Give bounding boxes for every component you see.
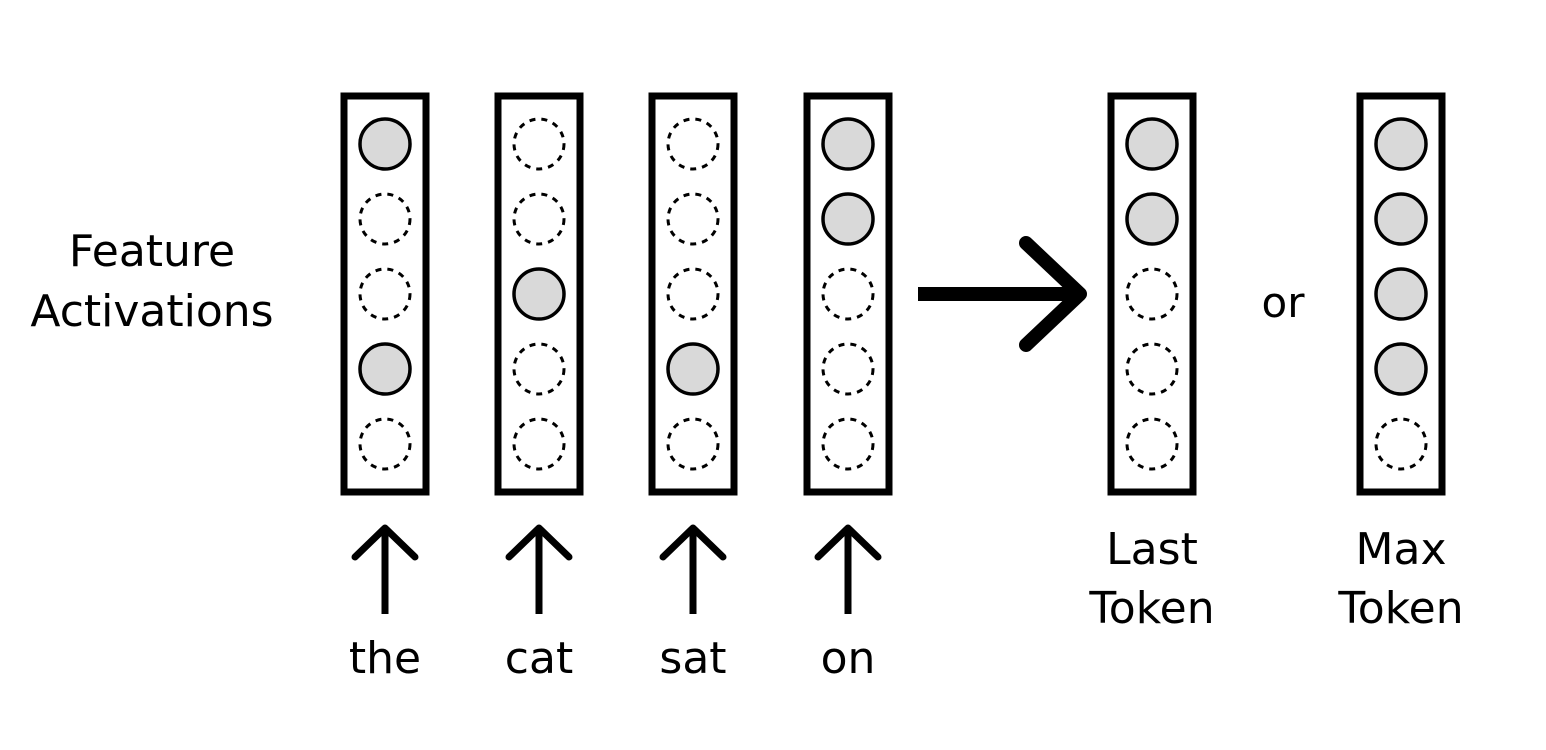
token-on-feature-4-inactive bbox=[821, 342, 875, 396]
token-sat-feature-1-inactive bbox=[666, 117, 720, 171]
result-label-2-line-1: Max bbox=[1356, 524, 1447, 575]
result-label-2-line-2: Token bbox=[1337, 583, 1463, 634]
token-cat-feature-4-inactive bbox=[512, 342, 566, 396]
token-on-feature-2-active bbox=[821, 192, 875, 246]
result-2-feature-3-active bbox=[1374, 267, 1428, 321]
token-the-feature-4-active bbox=[358, 342, 412, 396]
result-2-feature-1-active bbox=[1374, 117, 1428, 171]
result-label-1-line-2: Token bbox=[1088, 583, 1214, 634]
result-label-1-line-1: Last bbox=[1106, 524, 1198, 575]
token-sat-box bbox=[648, 92, 738, 496]
token-the-feature-1-active bbox=[358, 117, 412, 171]
token-sat-feature-5-inactive bbox=[666, 417, 720, 471]
token-the-feature-3-inactive bbox=[358, 267, 412, 321]
token-column-on: on bbox=[803, 92, 893, 684]
title-line-1: Feature bbox=[69, 226, 235, 277]
token-cat-feature-5-inactive bbox=[512, 417, 566, 471]
up-arrow-head-icon bbox=[351, 524, 419, 561]
result-1-feature-2-active bbox=[1125, 192, 1179, 246]
token-word-the: the bbox=[349, 633, 421, 684]
pooling-arrow-icon bbox=[918, 236, 1087, 352]
token-cat-feature-1-inactive bbox=[512, 117, 566, 171]
token-sat-feature-2-inactive bbox=[666, 192, 720, 246]
token-on-feature-1-active bbox=[821, 117, 875, 171]
token-word-cat: cat bbox=[505, 633, 573, 684]
up-arrow-head-icon bbox=[814, 524, 882, 561]
result-1-feature-4-inactive bbox=[1125, 342, 1179, 396]
token-the-feature-2-inactive bbox=[358, 192, 412, 246]
result-2-feature-4-active bbox=[1374, 342, 1428, 396]
result-1-feature-3-inactive bbox=[1125, 267, 1179, 321]
up-arrow-head-icon bbox=[505, 524, 573, 561]
result-1-feature-5-inactive bbox=[1125, 417, 1179, 471]
result-2-box bbox=[1356, 92, 1446, 496]
token-columns: the cat sat on bbox=[340, 92, 893, 684]
token-on-box bbox=[803, 92, 893, 496]
result-1-box bbox=[1107, 92, 1197, 496]
title-line-2: Activations bbox=[30, 286, 273, 337]
token-cat-box bbox=[494, 92, 584, 496]
token-the-box bbox=[340, 92, 430, 496]
token-on-feature-5-inactive bbox=[821, 417, 875, 471]
token-cat-feature-2-inactive bbox=[512, 192, 566, 246]
token-cat-feature-3-active bbox=[512, 267, 566, 321]
token-column-the: the bbox=[340, 92, 430, 684]
result-1-feature-1-active bbox=[1125, 117, 1179, 171]
result-2-feature-5-inactive bbox=[1374, 417, 1428, 471]
token-column-sat: sat bbox=[648, 92, 738, 684]
token-word-sat: sat bbox=[659, 633, 726, 684]
token-sat-feature-3-inactive bbox=[666, 267, 720, 321]
token-the-feature-5-inactive bbox=[358, 417, 412, 471]
token-on-feature-3-inactive bbox=[821, 267, 875, 321]
result-2-feature-2-active bbox=[1374, 192, 1428, 246]
token-word-on: on bbox=[821, 633, 876, 684]
token-column-cat: cat bbox=[494, 92, 584, 684]
up-arrow-head-icon bbox=[659, 524, 727, 561]
or-label: or bbox=[1262, 278, 1306, 327]
token-sat-feature-4-active bbox=[666, 342, 720, 396]
